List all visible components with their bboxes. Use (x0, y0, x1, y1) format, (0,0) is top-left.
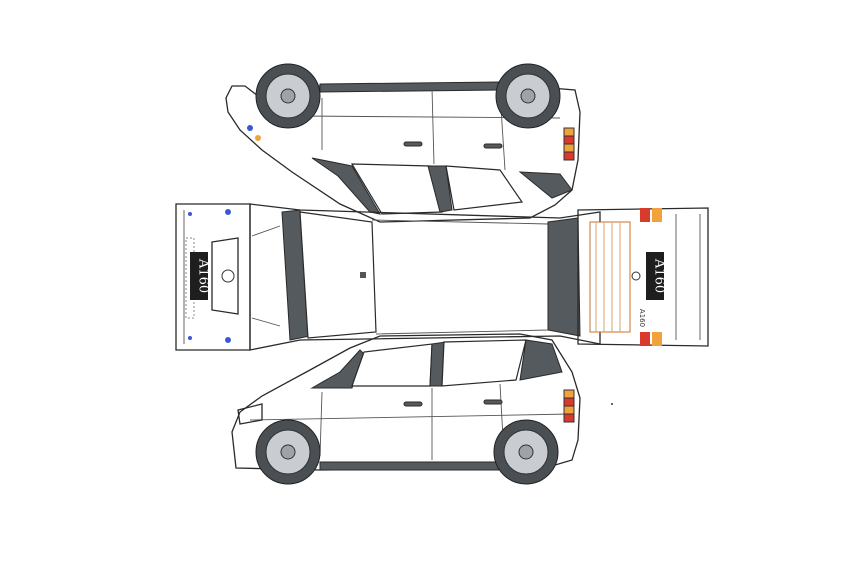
rear-plate-text: A160 (652, 258, 667, 293)
rear-window (589, 221, 631, 333)
rear-badge: A160 (638, 309, 646, 327)
top-view-panel: A160 A160 A160 (175, 203, 709, 351)
right-side-panel (231, 333, 613, 485)
wheel (255, 419, 321, 485)
tail-light-left (563, 127, 575, 137)
wheel (495, 63, 561, 129)
tail-light-right (563, 389, 575, 399)
front-plate-text: A160 (196, 258, 211, 293)
rear-license-plate: A160 (646, 252, 667, 300)
wheel (255, 63, 321, 129)
front-license-plate: A160 (190, 252, 211, 300)
left-side-panel (225, 63, 581, 223)
wheel (493, 419, 559, 485)
